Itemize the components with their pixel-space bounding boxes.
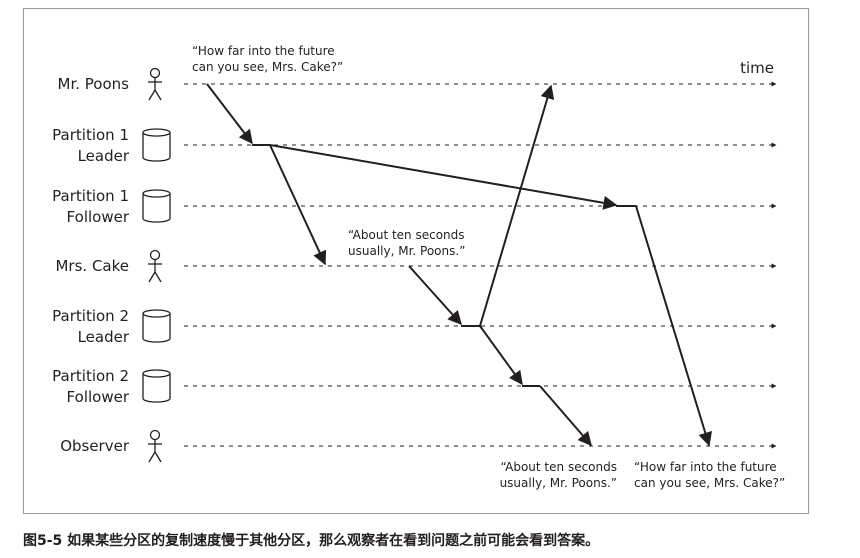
quote-answer-mid: “About ten seconds — [348, 228, 465, 242]
database-cylinder-icon — [142, 309, 171, 343]
quote-question-bottom: “How far into the future — [634, 460, 777, 474]
message-arrow-p2-follower-to-observer — [539, 385, 592, 447]
lane-label-mrs-cake: Mrs. Cake — [55, 257, 129, 275]
message-arrow-answer-to-p2-leader — [408, 265, 462, 326]
message-arrow-p1-replication — [269, 144, 618, 210]
quote-answer-bottom: usually, Mr. Poons.” — [500, 476, 617, 490]
time-label: time — [740, 59, 774, 77]
quote-question-top: can you see, Mrs. Cake?” — [192, 60, 343, 74]
database-cylinder-icon — [142, 369, 171, 403]
lane-label-p1-follower: Partition 1 — [52, 187, 129, 205]
lane-label-p1-leader: Partition 1 — [52, 126, 129, 144]
lane-label-observer: Observer — [60, 437, 130, 455]
stick-figure-icon — [148, 249, 162, 283]
message-arrow-p2-replication — [479, 325, 523, 386]
stick-figure-icon — [148, 429, 162, 463]
database-cylinder-icon — [142, 189, 171, 223]
quote-question-top: “How far into the future — [192, 44, 335, 58]
lane-label-p2-follower: Partition 2 — [52, 367, 129, 385]
quote-answer-mid: usually, Mr. Poons.” — [348, 244, 465, 258]
lane-label-p2-leader: Leader — [78, 328, 130, 346]
message-arrow-p2-leader-to-mr-poons — [479, 84, 555, 327]
quote-answer-bottom: “About ten seconds — [500, 460, 617, 474]
lane-label-mr-poons: Mr. Poons — [58, 75, 130, 93]
message-arrow-p1-follower-to-observer — [635, 205, 713, 447]
figure-caption: 图5-5 如果某些分区的复制速度慢于其他分区，那么观察者在看到问题之前可能会看到… — [23, 533, 600, 549]
lane-label-p1-follower: Follower — [67, 208, 130, 226]
lane-label-p1-leader: Leader — [78, 147, 130, 165]
database-cylinder-icon — [142, 128, 171, 162]
lane-label-p2-follower: Follower — [67, 388, 130, 406]
stick-figure-icon — [148, 67, 162, 101]
message-arrow-question-to-p1-leader — [206, 83, 253, 145]
message-arrow-p1-leader-to-mrs-cake — [269, 144, 327, 266]
lane-label-p2-leader: Partition 2 — [52, 307, 129, 325]
quote-question-bottom: can you see, Mrs. Cake?” — [634, 476, 785, 490]
